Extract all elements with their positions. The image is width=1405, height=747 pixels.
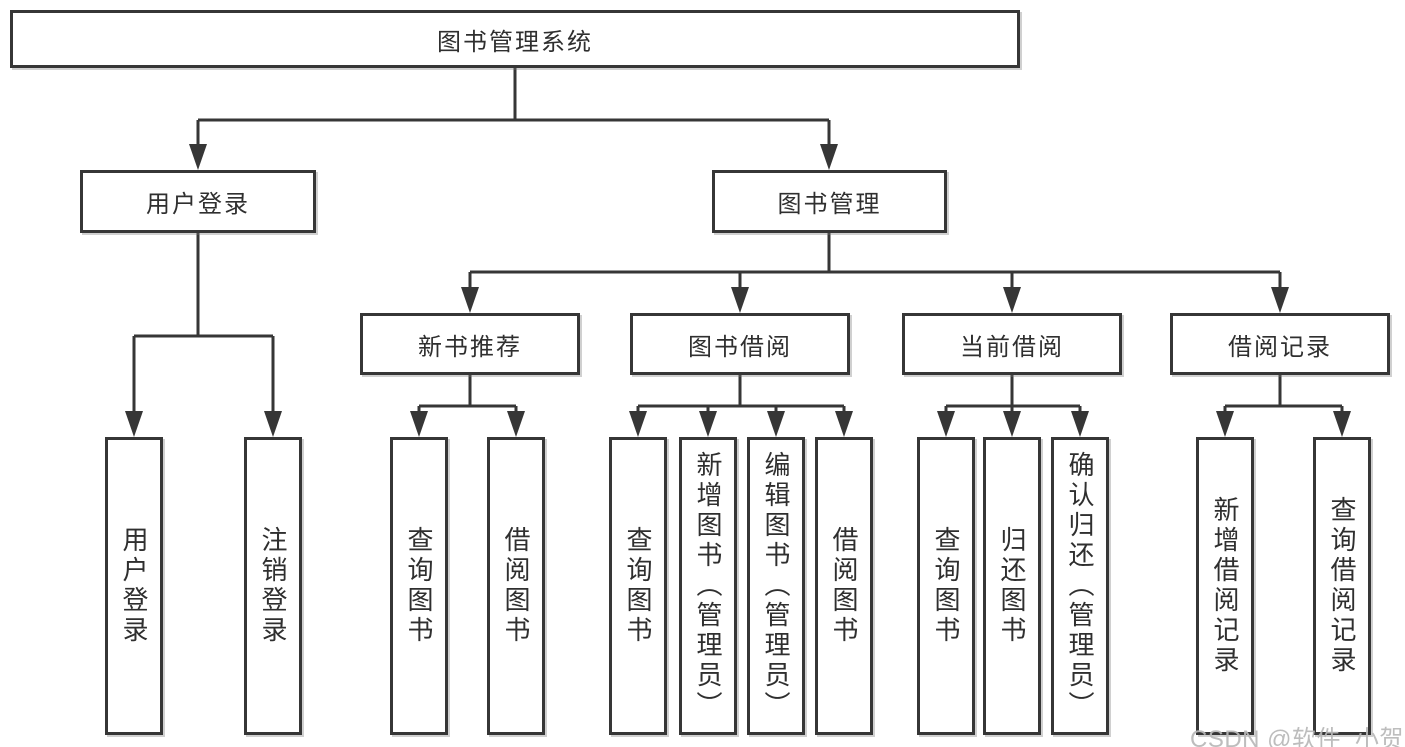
leaf-logout: 注销登录: [244, 437, 302, 735]
node-borrow-records: 借阅记录: [1170, 313, 1390, 375]
leaf-borrow-books-recommend: 借阅图书: [487, 437, 545, 735]
leaf-query-books-borrow: 查询图书: [609, 437, 667, 735]
node-book-borrow: 图书借阅: [630, 313, 850, 375]
leaf-confirm-return-admin: 确认归还（管理员）: [1051, 437, 1109, 735]
leaf-add-borrow-record: 新增借阅记录: [1196, 437, 1254, 735]
arrowhead-icons: [125, 144, 1351, 437]
leaf-query-books-current: 查询图书: [917, 437, 975, 735]
leaf-borrow-books: 借阅图书: [815, 437, 873, 735]
watermark-text: CSDN @软件_小贺同学: [1190, 726, 1405, 747]
node-new-book-recommend: 新书推荐: [360, 313, 580, 375]
leaf-user-login: 用户登录: [105, 437, 163, 735]
node-library-management-system: 图书管理系统: [10, 10, 1020, 68]
node-user-login: 用户登录: [80, 170, 316, 233]
leaf-query-books-recommend: 查询图书: [390, 437, 448, 735]
leaf-query-borrow-record: 查询借阅记录: [1313, 437, 1371, 735]
leaf-return-books: 归还图书: [983, 437, 1041, 735]
node-current-borrow: 当前借阅: [902, 313, 1122, 375]
leaf-edit-book-admin: 编辑图书（管理员）: [747, 437, 805, 735]
leaf-add-book-admin: 新增图书（管理员）: [679, 437, 737, 735]
node-book-management: 图书管理: [712, 170, 947, 233]
